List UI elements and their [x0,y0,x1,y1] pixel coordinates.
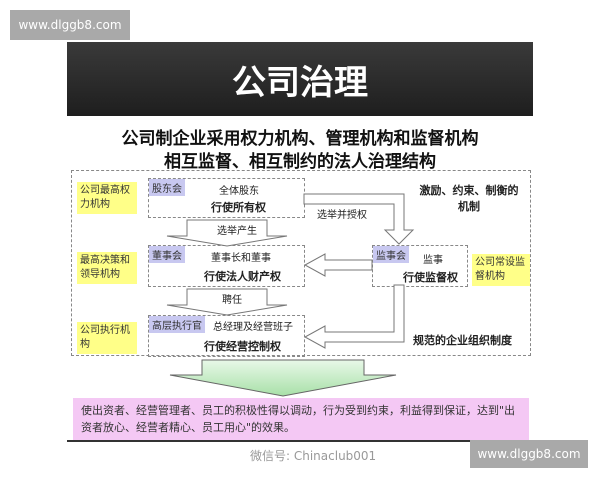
executives-line2: 行使经营控制权 [204,340,281,353]
watermark-bottom: www.dlggb8.com [470,440,588,468]
supervisors-box: 监事会 监事 行使监督权 [372,245,468,287]
system-note: 规范的企业组织制度 [413,334,512,347]
appoint-label: 聘任 [222,295,242,306]
mechanism-note: 激励、约束、制衡的机制 [419,184,519,213]
elect-label: 选举产生 [217,226,257,237]
label-decision-body: 最高决策和领导机构 [77,252,137,284]
executives-line1: 总经理及经营班子 [213,322,293,333]
shareholders-box: 股东会 全体股东 行使所有权 [148,178,305,218]
supervisors-tag: 监事会 [373,246,409,263]
elect-authorize-arrow [303,193,415,245]
subtitle-line-2: 相互监督、相互制约的法人治理结构 [164,152,436,172]
elect-authorize-label: 选举并授权 [317,210,367,221]
supervisors-line1: 监事 [423,255,443,266]
shareholders-tag: 股东会 [149,179,185,196]
slide-title: 公司治理 [67,42,533,116]
subtitle-line-1: 公司制企业采用权力机构、管理机构和监督机构 [121,129,479,149]
executives-box: 高层执行官 总经理及经营班子 行使经营控制权 [148,315,305,357]
slide: 公司治理 公司制企业采用权力机构、管理机构和监督机构 相互监督、相互制约的法人治… [67,42,533,442]
executives-tag: 高层执行官 [149,316,205,333]
label-highest-authority: 公司最高权力机构 [77,182,137,214]
board-tag: 董事会 [149,246,185,263]
appoint-arrow [166,288,288,316]
shareholders-line2: 行使所有权 [211,201,266,214]
conclusion-box: 使出资者、经营管理者、员工的积极性得以调动，行为受到约束，利益得到保证，达到"出… [73,398,529,440]
watermark-overlay: 微信号: Chinaclub001 [250,449,377,463]
shareholders-line1: 全体股东 [219,186,259,197]
label-supervisory-body: 公司常设监督机构 [472,254,530,286]
board-line1: 董事长和董事 [211,253,271,264]
supervise-exec-arrow [303,284,405,349]
board-line2: 行使法人财产权 [204,270,281,283]
result-arrow [169,359,397,397]
connector-arrows [166,193,415,397]
label-executive-body: 公司执行机构 [77,322,137,354]
supervisors-line2: 行使监督权 [403,271,458,284]
elect-arrow [166,219,288,247]
supervise-board-arrow [303,253,373,277]
watermark-top: www.dlggb8.com [10,10,130,40]
structure-frame [71,170,531,356]
